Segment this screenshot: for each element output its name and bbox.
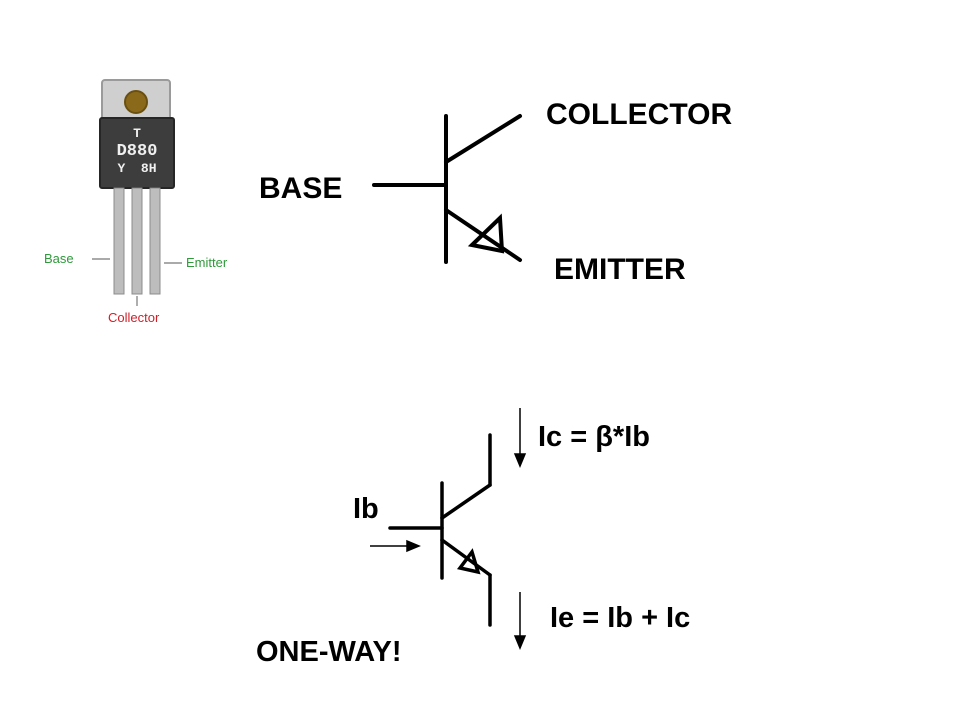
callout-emitter: Emitter bbox=[186, 255, 228, 270]
one-way-note: ONE-WAY! bbox=[256, 636, 402, 668]
marking-line-1: T bbox=[133, 126, 141, 141]
transistor-symbol-top bbox=[372, 114, 522, 264]
ic-arrow-head bbox=[513, 453, 527, 468]
ie-equation: Ie = Ib + Ic bbox=[550, 602, 691, 634]
emitter-arrow bbox=[456, 548, 481, 575]
collector-label: COLLECTOR bbox=[546, 98, 733, 131]
collector-lead bbox=[440, 483, 492, 520]
transistor-photo: T D880 Y 8H Base Emitter Collector bbox=[44, 79, 228, 325]
ie-arrow-head bbox=[513, 635, 527, 650]
emitter-label: EMITTER bbox=[554, 253, 686, 286]
lead-base bbox=[113, 187, 125, 295]
callout-base: Base bbox=[44, 251, 74, 266]
lead-collector bbox=[131, 187, 143, 295]
transistor-symbol-bottom bbox=[370, 408, 527, 650]
mounting-hole bbox=[124, 90, 148, 114]
lead-emitter bbox=[149, 187, 161, 295]
ib-label: Ib bbox=[353, 493, 379, 525]
marking-line-3: Y 8H bbox=[117, 161, 156, 176]
base-label: BASE bbox=[259, 172, 343, 205]
callout-collector: Collector bbox=[108, 310, 160, 325]
marking-line-2: D880 bbox=[117, 142, 158, 161]
collector-lead bbox=[444, 114, 522, 164]
ic-equation: Ic = β*Ib bbox=[538, 421, 650, 453]
ib-arrow-head bbox=[406, 539, 421, 553]
emitter-arrow bbox=[467, 213, 505, 254]
